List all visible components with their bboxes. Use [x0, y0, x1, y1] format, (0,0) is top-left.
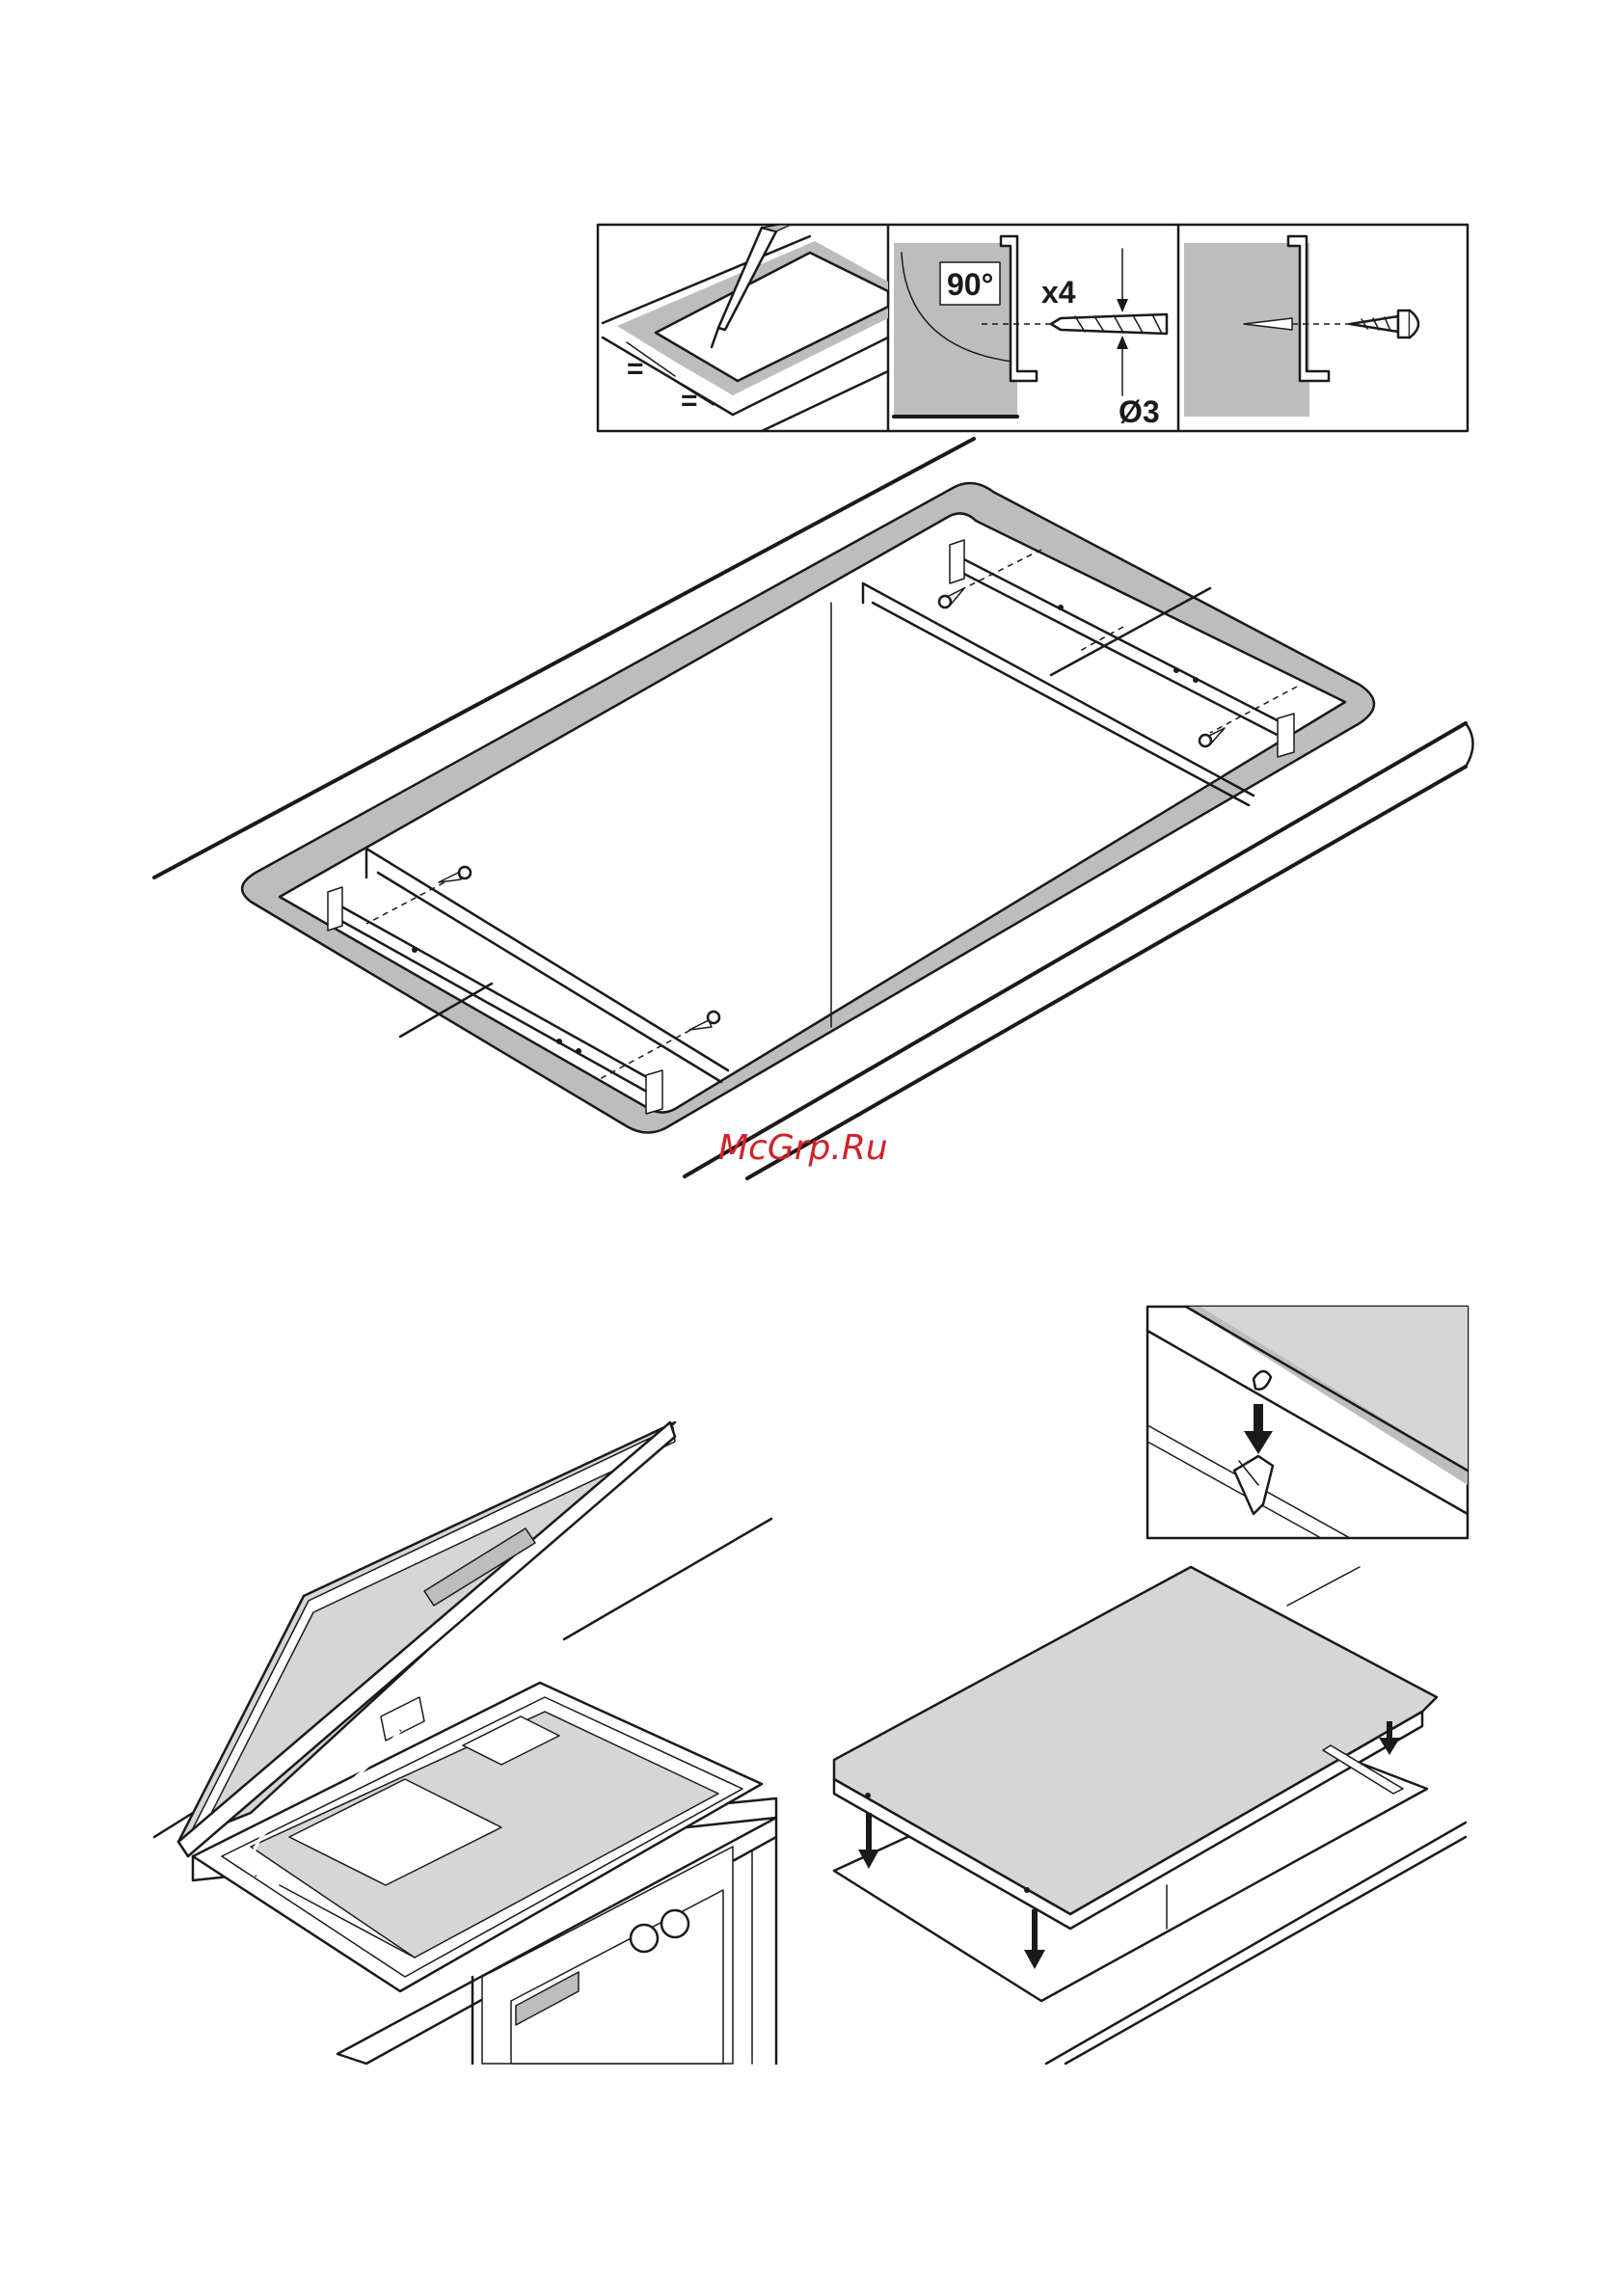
equal-mark-right: =: [681, 385, 698, 417]
count-label: x4: [1041, 275, 1076, 310]
watermark: McGrp.Ru: [718, 1128, 888, 1168]
equal-mark-left: =: [627, 353, 644, 385]
diameter-label: Ø3: [1119, 394, 1160, 429]
detail-clip-inset: [1147, 1307, 1468, 1538]
knob-icon: [661, 1910, 688, 1937]
worktop-cutout-figure: [154, 439, 1473, 1178]
hob-lowering-figure: [154, 1422, 776, 2064]
step-strip: = = 90° x4 Ø3: [598, 225, 1468, 431]
hob-inserted-figure: [834, 1567, 1466, 2064]
angle-label: 90°: [947, 267, 993, 302]
drill-bit-icon: [1051, 314, 1167, 334]
knob-icon: [631, 1925, 658, 1952]
